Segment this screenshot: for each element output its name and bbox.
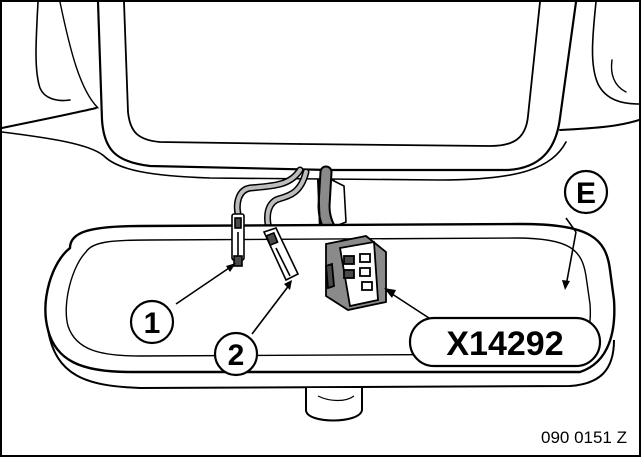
- arrow-head-2: [284, 280, 292, 290]
- callout-e: E: [563, 169, 609, 215]
- callout-2-label: 2: [228, 339, 245, 372]
- connector-block: [325, 235, 387, 311]
- connector-label: X14292: [446, 325, 563, 363]
- callout-connector: X14292: [408, 316, 602, 368]
- plug-2: [262, 227, 300, 282]
- roof-trim-panel: [1, 0, 640, 181]
- figure-reference-code: 090 0151 Z: [541, 428, 627, 447]
- arrow-head-e: [562, 280, 570, 290]
- leader-lines: [175, 217, 577, 335]
- callout-1-label: 1: [144, 307, 161, 340]
- callout-1: 1: [129, 299, 175, 345]
- callout-e-label: E: [576, 177, 596, 210]
- arrow-head-x: [384, 288, 396, 298]
- arrow-heads: [226, 263, 570, 298]
- callout-2: 2: [213, 331, 259, 377]
- arrow-head-1: [226, 263, 236, 272]
- plug-1: [231, 213, 245, 267]
